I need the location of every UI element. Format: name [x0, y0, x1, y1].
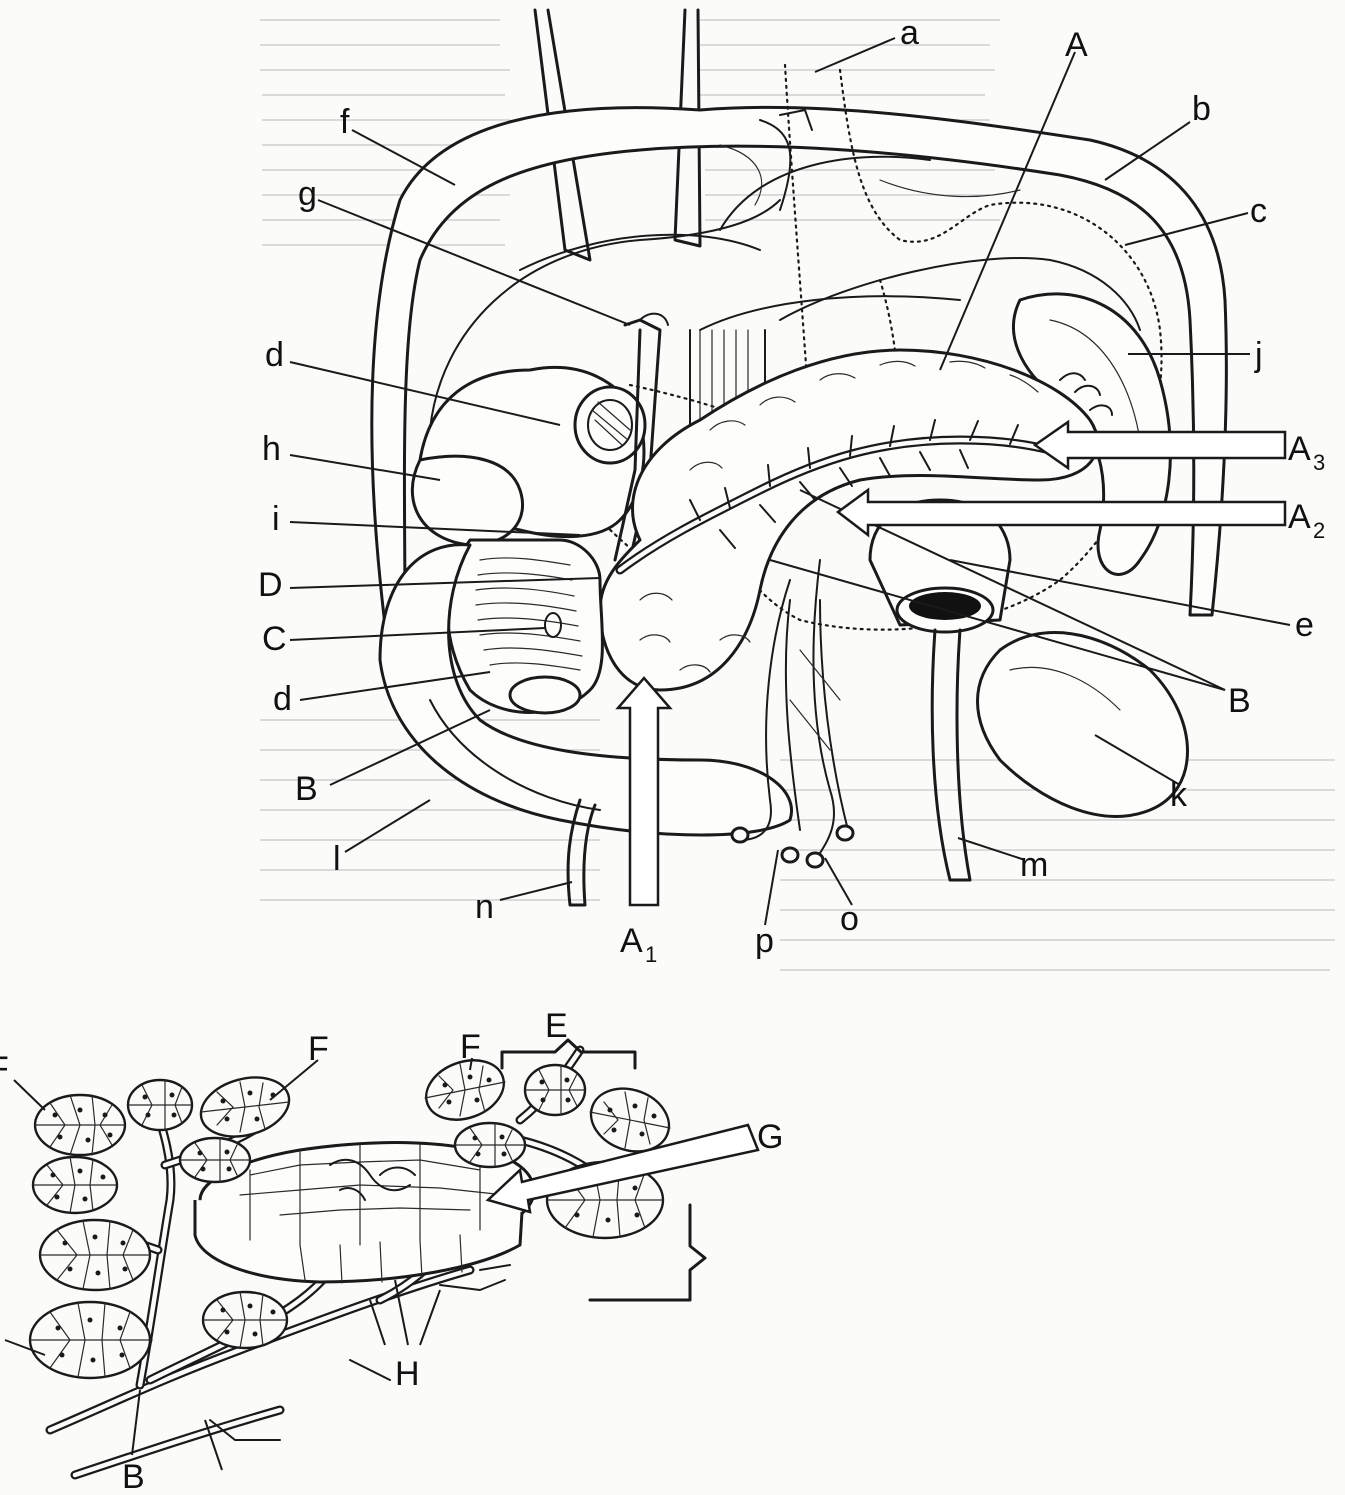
- acinus: [178, 1136, 252, 1184]
- label-B-bottom: B: [122, 1458, 145, 1495]
- label-n: n: [475, 888, 494, 926]
- acinus: [589, 1087, 671, 1153]
- label-a: a: [900, 14, 919, 52]
- arrow-G: [485, 1123, 760, 1214]
- acinus: [126, 1078, 194, 1132]
- label-H: H: [395, 1355, 420, 1393]
- acinus: [28, 1300, 152, 1380]
- label-d-bottom: d: [273, 680, 292, 718]
- label-B-left: B: [295, 770, 318, 808]
- label-h: h: [262, 430, 281, 468]
- acinus: [523, 1063, 587, 1117]
- label-A: A: [1065, 26, 1088, 64]
- acinus: [33, 1093, 127, 1157]
- label-j: j: [1254, 336, 1263, 374]
- pancreatic-islet: [193, 1141, 536, 1284]
- colon-loop: [378, 543, 793, 837]
- mesenteric-vessels: [730, 559, 855, 869]
- acinus: [38, 1218, 152, 1292]
- label-B-right: B: [1228, 682, 1251, 720]
- acinar-islet-illustration: [4, 1038, 760, 1480]
- label-l: l: [333, 840, 341, 878]
- acinus: [31, 1155, 119, 1215]
- label-G: G: [757, 1118, 783, 1156]
- label-A2: A: [1288, 498, 1311, 536]
- label-b: b: [1192, 90, 1211, 128]
- label-k: k: [1170, 776, 1188, 814]
- acinus: [424, 1059, 506, 1121]
- arrows: [615, 419, 1287, 907]
- label-F-top: F: [460, 1028, 481, 1066]
- label-F-left: F: [0, 1050, 9, 1088]
- label-A1: A: [620, 922, 643, 960]
- labels: a A b c f g j d h i D C d A 3 A 2 e B k …: [0, 14, 1325, 1495]
- acinus: [199, 1076, 291, 1138]
- acinus: [201, 1290, 289, 1350]
- label-A1-subscript: 1: [645, 942, 657, 967]
- acinus: [453, 1121, 527, 1169]
- leader-lines-lower: [4, 1057, 473, 1471]
- label-A3-subscript: 3: [1313, 450, 1325, 475]
- bracket-E: [500, 1038, 637, 1070]
- abdominal-organs-illustration: [289, 8, 1291, 926]
- left-kidney: [976, 631, 1189, 818]
- ureter: [566, 798, 597, 907]
- label-i: i: [272, 500, 280, 538]
- gallbladder: [410, 454, 525, 547]
- duodenum-c-loop: [446, 538, 604, 715]
- label-d-top: d: [265, 336, 284, 374]
- label-e: e: [1295, 606, 1314, 644]
- label-C: C: [262, 620, 287, 658]
- label-p: p: [755, 922, 774, 960]
- label-A2-subscript: 2: [1313, 518, 1325, 543]
- label-c: c: [1250, 192, 1267, 230]
- label-A3: A: [1288, 430, 1311, 468]
- label-E: E: [545, 1007, 568, 1045]
- bracket-right: [588, 1203, 707, 1302]
- label-m: m: [1020, 846, 1048, 884]
- label-F-mid: F: [308, 1030, 329, 1068]
- label-g: g: [298, 175, 317, 213]
- label-f: f: [340, 103, 350, 141]
- liver: [370, 105, 1228, 627]
- label-D: D: [258, 566, 283, 604]
- label-o: o: [840, 900, 859, 938]
- pancreas: [598, 348, 1113, 692]
